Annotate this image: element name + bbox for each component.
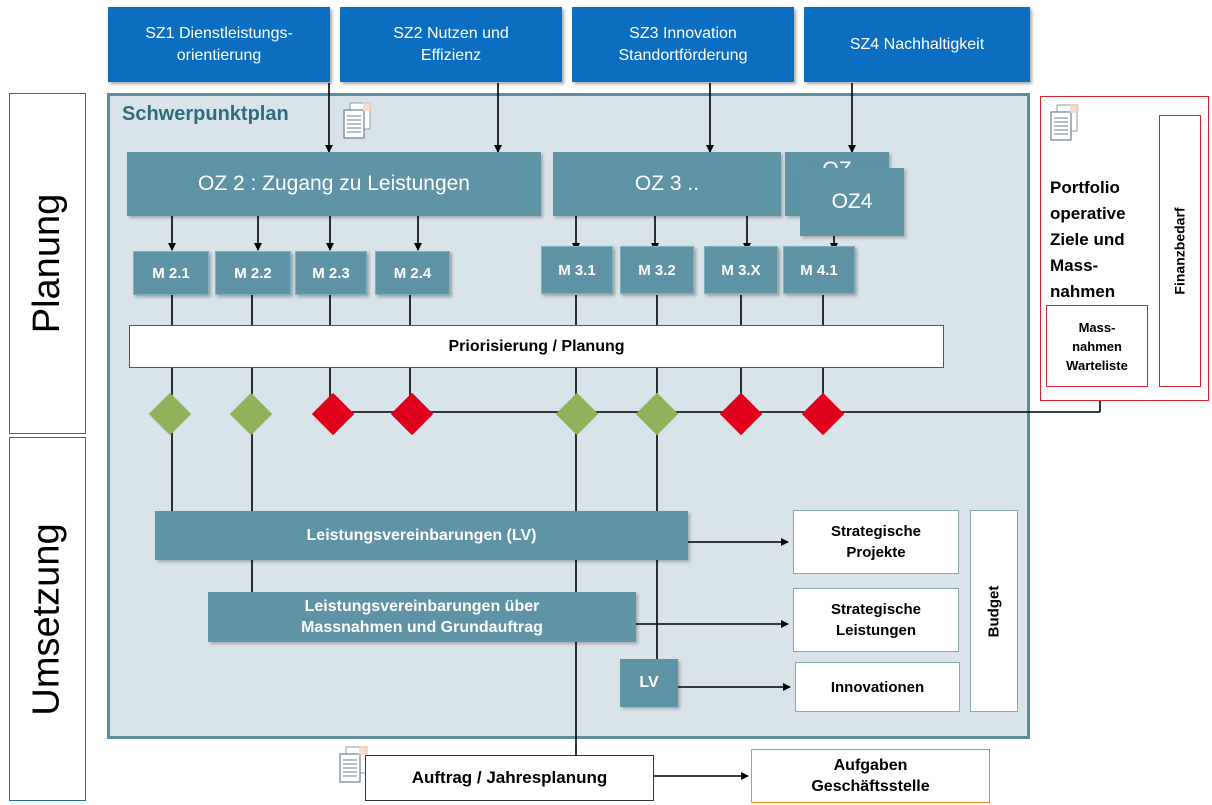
output-label: Strategische Leistungen (830, 601, 922, 639)
document-icon (339, 746, 368, 783)
strategic-goal-sz2: SZ2 Nutzen und Effizienz (340, 7, 562, 82)
measure-m41: M 4.1 (783, 246, 855, 294)
waitlist-box: Mass- nahmen Warteliste (1046, 305, 1148, 387)
agreement-lv-label: Leistungsvereinbarungen (LV) (306, 526, 537, 544)
strategic-goal-sz3: SZ3 Innovation Standortförderung (572, 7, 794, 82)
measure-label: M 3.X (721, 261, 761, 279)
strategic-goal-label: SZ3 Innovation Standortförderung (618, 24, 748, 64)
prioritization-label: Priorisierung / Planung (448, 337, 625, 355)
operative-goal-label: OZ 3 .. (634, 172, 700, 195)
measure-m31: M 3.1 (541, 246, 613, 294)
measure-label: M 2.2 (234, 264, 272, 282)
measure-label: M 3.2 (638, 261, 676, 279)
finance-box: Finanzbedarf (1159, 115, 1201, 387)
strategic-goal-label: SZ2 Nutzen und Effizienz (393, 24, 509, 64)
output-strategic-services: Strategische Leistungen (793, 588, 959, 652)
phase-planning-label: Planung (26, 193, 68, 334)
measure-m23: M 2.3 (295, 251, 367, 295)
operative-goal-oz3: OZ 3 .. (553, 152, 781, 216)
agreement-lv-short-label: LV (639, 674, 659, 691)
document-icon (343, 102, 372, 139)
output-label: Innovationen (830, 678, 925, 696)
strategic-goal-sz4: SZ4 Nachhaltigkeit (804, 7, 1030, 82)
operative-goal-label: OZ4 (831, 190, 873, 213)
strategic-goal-label: SZ1 Dienstleistungs- orientierung (145, 24, 293, 64)
strategic-goal-sz1: SZ1 Dienstleistungs- orientierung (108, 7, 330, 82)
phase-implementation-label: Umsetzung (26, 522, 69, 716)
measure-label: M 3.1 (558, 261, 596, 279)
output-label: Strategische Projekte (830, 523, 922, 561)
waitlist-label: Mass- nahmen Warteliste (1066, 319, 1128, 373)
operative-goal-oz2: OZ 2 : Zugang zu Leistungen (127, 152, 541, 216)
measure-m32: M 3.2 (620, 246, 694, 294)
agreement-lv-short: LV (620, 659, 678, 707)
document-icon (1050, 104, 1079, 141)
phase-planning: Planung (9, 93, 86, 434)
agreement-lv: Leistungsvereinbarungen (LV) (155, 511, 688, 560)
measure-label: M 2.3 (312, 264, 350, 282)
budget-label: Budget (985, 585, 1003, 637)
operative-goal-oz4: OZ4 (800, 168, 904, 236)
plan-title: Schwerpunktplan (122, 103, 289, 125)
strategic-goal-label: SZ4 Nachhaltigkeit (849, 35, 985, 53)
measure-m21: M 2.1 (133, 251, 209, 295)
finance-label: Finanzbedarf (1172, 207, 1188, 295)
phase-implementation: Umsetzung (9, 437, 86, 801)
measure-m24: M 2.4 (375, 251, 450, 295)
tasks-label: Aufgaben Geschäftsstelle (811, 757, 930, 795)
operative-goal-label: OZ 2 : Zugang zu Leistungen (197, 172, 470, 195)
measure-m3x: M 3.X (704, 246, 778, 294)
order-box: Auftrag / Jahresplanung (365, 755, 654, 801)
measure-label: M 2.1 (152, 264, 190, 282)
output-innovations: Innovationen (795, 662, 960, 712)
order-label: Auftrag / Jahresplanung (411, 768, 608, 787)
agreement-lv-measures: Leistungsvereinbarungen über Massnahmen … (208, 592, 636, 642)
budget-box: Budget (970, 510, 1018, 712)
output-strategic-projects: Strategische Projekte (793, 510, 959, 574)
measure-label: M 2.4 (393, 264, 432, 282)
tasks-box: Aufgaben Geschäftsstelle (751, 749, 990, 803)
portfolio-title: Portfolio operative Ziele und Mass- nahm… (1050, 178, 1126, 301)
agreement-lv-measures-label: Leistungsvereinbarungen über Massnahmen … (301, 598, 543, 636)
prioritization-bar: Priorisierung / Planung (129, 325, 944, 368)
measure-label: M 4.1 (800, 261, 838, 279)
measure-m22: M 2.2 (215, 251, 291, 295)
